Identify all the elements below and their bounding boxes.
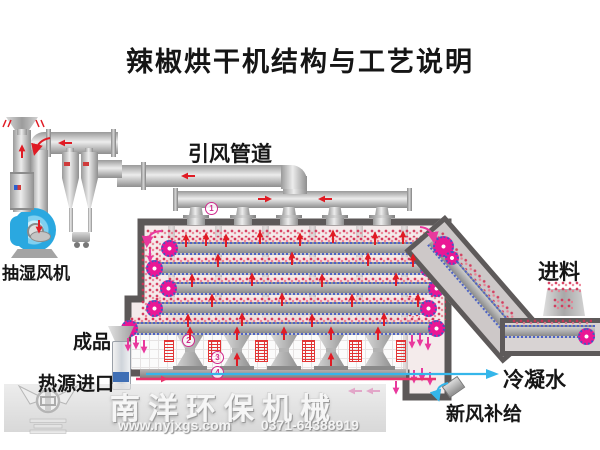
label-finished-product: 成品 bbox=[73, 332, 112, 353]
belt-roller bbox=[160, 280, 177, 297]
cyclone-body-left bbox=[62, 152, 79, 178]
stack-sticker bbox=[14, 185, 21, 190]
belt-2 bbox=[155, 262, 427, 275]
product-container bbox=[112, 341, 131, 390]
duct-flange bbox=[141, 162, 146, 190]
pipe-flange bbox=[111, 129, 116, 157]
belt-material bbox=[168, 277, 435, 282]
vent-flange bbox=[322, 215, 348, 218]
belt-roller bbox=[146, 260, 163, 277]
valve-wheel bbox=[74, 242, 80, 248]
company-contact: www.nyjxgs.com 0371-64388919 bbox=[118, 417, 359, 433]
cyclone-body-right bbox=[81, 152, 98, 178]
hopper-material bbox=[547, 281, 581, 293]
pipe-end-cap bbox=[30, 231, 51, 242]
suction-vent bbox=[236, 207, 250, 216]
vent-flange bbox=[369, 215, 395, 218]
company-phone: 0371-64388919 bbox=[260, 417, 359, 433]
callout-2: 2 bbox=[182, 334, 195, 347]
belt-roller bbox=[161, 240, 178, 257]
cyclone-outlet-pipe bbox=[30, 132, 118, 154]
manifold-cap bbox=[173, 188, 178, 211]
company-logo bbox=[17, 384, 79, 434]
vent-flange bbox=[183, 215, 209, 218]
label-heat-source-inlet: 热源进口 bbox=[38, 374, 115, 395]
company-website: www.nyjxgs.com bbox=[118, 417, 232, 433]
fan-base bbox=[11, 249, 58, 258]
company-name: 南洋环保机械 bbox=[110, 393, 338, 426]
label-induced-draft-duct: 引风管道 bbox=[188, 143, 272, 166]
stack-rain-cap bbox=[6, 117, 38, 130]
label-dehumidify-fan: 抽湿风机 bbox=[2, 264, 70, 283]
callout-4: 4 bbox=[211, 366, 224, 379]
belt-material bbox=[130, 317, 435, 322]
fin-tube-icon bbox=[164, 340, 174, 362]
belt-3 bbox=[168, 282, 435, 295]
feed-belt-material bbox=[512, 319, 592, 326]
cyclone-inlet-pipe bbox=[98, 160, 122, 178]
feed-belt-roller bbox=[578, 328, 595, 345]
product-container-label bbox=[113, 372, 129, 382]
callout-1: 1 bbox=[205, 202, 218, 215]
vent-stub bbox=[187, 218, 205, 225]
suction-vent bbox=[282, 207, 296, 216]
belt-1 bbox=[170, 242, 440, 255]
belt-material bbox=[170, 237, 440, 242]
belt-5 bbox=[130, 322, 435, 335]
cap-neck bbox=[17, 129, 27, 135]
hopper-material bbox=[553, 298, 573, 310]
vent-stub bbox=[234, 218, 252, 225]
page-title: 辣椒烘干机结构与工艺说明 bbox=[126, 47, 474, 77]
label-feed-inlet: 进料 bbox=[538, 261, 580, 284]
belt-4 bbox=[155, 302, 427, 315]
heat-exchanger-5 bbox=[352, 326, 406, 372]
cyclone-sticker bbox=[83, 162, 89, 166]
vent-stub bbox=[373, 218, 391, 225]
fan-scroll bbox=[10, 216, 28, 246]
belt-roller bbox=[420, 300, 437, 317]
induced-draft-duct-pipe bbox=[117, 165, 285, 187]
vent-flange bbox=[276, 215, 302, 218]
vent-stub bbox=[326, 218, 344, 225]
manifold-cap bbox=[407, 188, 412, 211]
stack-silencer bbox=[10, 172, 34, 210]
label-fresh-air-supply: 新风补给 bbox=[446, 404, 523, 425]
suction-manifold bbox=[176, 191, 410, 208]
material-layer bbox=[146, 229, 438, 238]
suction-vent bbox=[189, 207, 203, 216]
rotary-valve bbox=[72, 232, 90, 242]
label-condensate-water: 冷凝水 bbox=[503, 369, 566, 392]
vent-flange bbox=[230, 215, 256, 218]
belt-roller bbox=[428, 320, 445, 337]
cyclone-dipleg bbox=[88, 208, 92, 232]
feed-belt bbox=[505, 325, 595, 338]
cyclone-sticker bbox=[64, 162, 70, 166]
incline-roller bbox=[445, 251, 459, 265]
heat-exchanger-3 bbox=[258, 326, 312, 372]
suction-vent bbox=[328, 207, 342, 216]
belt-material bbox=[155, 297, 427, 302]
suction-vent bbox=[375, 207, 389, 216]
cyclone-dipleg bbox=[69, 208, 73, 232]
belt-roller bbox=[146, 300, 163, 317]
callout-3: 3 bbox=[211, 351, 224, 364]
valve-wheel bbox=[83, 242, 89, 248]
vent-stub bbox=[280, 218, 298, 225]
